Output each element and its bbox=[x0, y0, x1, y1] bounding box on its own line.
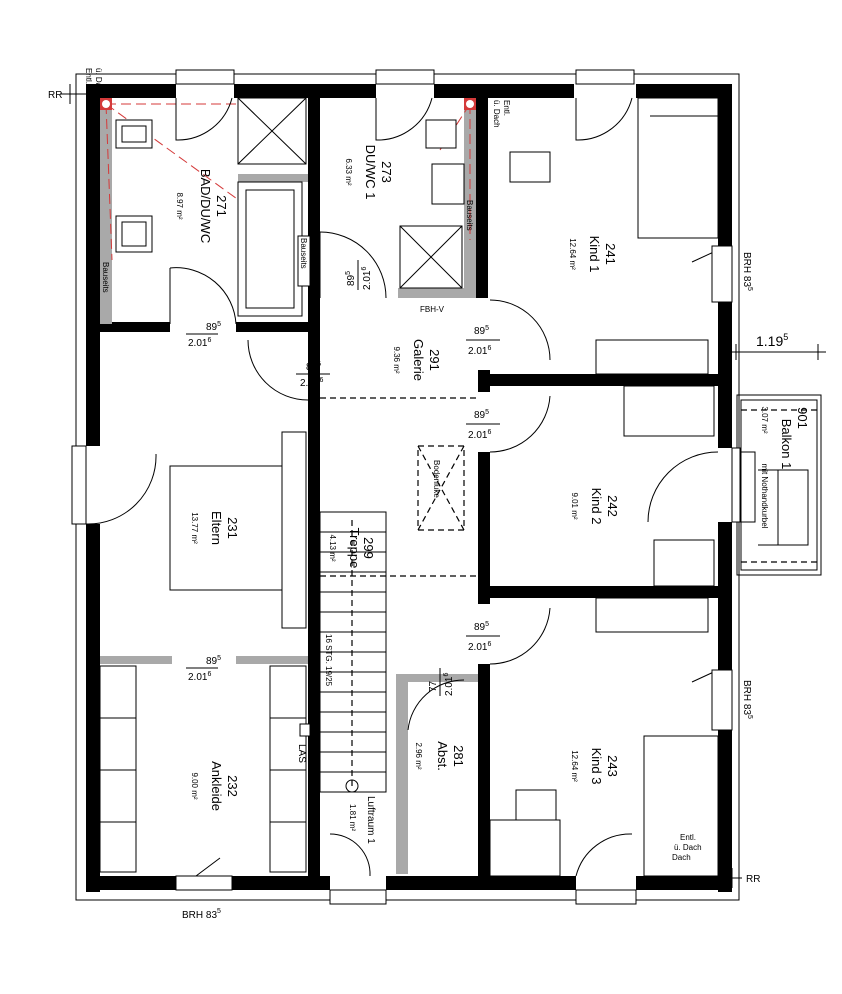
bauseits-label-1: Bauseits bbox=[101, 262, 110, 293]
interior-walls bbox=[100, 98, 718, 876]
svg-text:2.016: 2.016 bbox=[468, 345, 491, 357]
svg-text:2.016: 2.016 bbox=[300, 377, 323, 389]
room-901-number: 901 bbox=[795, 407, 810, 429]
rr-marker-left bbox=[60, 84, 80, 104]
las-label: LAS bbox=[296, 744, 307, 763]
room-281-number: 281 bbox=[451, 745, 466, 767]
room-299-name: Treppe bbox=[347, 528, 362, 569]
svg-text:895: 895 bbox=[474, 325, 489, 337]
room-271-name: BAD/DU/WC bbox=[198, 169, 213, 243]
room-299-number: 299 bbox=[361, 537, 376, 559]
svg-text:895: 895 bbox=[206, 655, 221, 667]
entl-label-2b: ü. Dach bbox=[492, 100, 501, 128]
door-dim-8: 77 2.016 bbox=[428, 668, 455, 696]
room-241-name: Kind 1 bbox=[587, 236, 602, 273]
room-231-number: 231 bbox=[225, 517, 240, 539]
gray-partitions bbox=[100, 98, 478, 874]
room-273-area: 6.33 m² bbox=[344, 158, 353, 185]
room-232-number: 232 bbox=[225, 775, 240, 797]
svg-text:895: 895 bbox=[306, 361, 321, 373]
door-dim-5: 895 2.016 bbox=[466, 621, 500, 653]
vent-icon-2 bbox=[464, 98, 476, 110]
svg-text:77: 77 bbox=[428, 680, 439, 692]
door-dim-2: 895 2.016 bbox=[296, 361, 330, 389]
rr-label-left: RR bbox=[48, 90, 62, 101]
room-241-area: 12.64 m² bbox=[568, 238, 577, 270]
room-901-area: 3.07 m² bbox=[760, 406, 769, 433]
svg-text:2.016: 2.016 bbox=[443, 673, 455, 696]
room-241-number: 241 bbox=[603, 243, 618, 265]
balcony bbox=[736, 394, 822, 576]
rr-marker-right bbox=[722, 868, 742, 888]
brh-label-1: BRH 835 bbox=[741, 252, 753, 291]
room-299-area: 4.13 m² bbox=[328, 534, 337, 561]
room-291-area: 9.36 m² bbox=[392, 346, 401, 373]
room-273-name: DU/WC 1 bbox=[363, 145, 378, 200]
entl-label-3c: Dach bbox=[672, 853, 691, 862]
exterior-walls bbox=[86, 84, 732, 892]
door-dim-6: 895 2.016 bbox=[186, 655, 221, 683]
room-231-name: Eltern bbox=[209, 511, 224, 545]
svg-text:2.016: 2.016 bbox=[188, 337, 211, 349]
svg-text:895: 895 bbox=[345, 271, 357, 286]
room-901-name: Balkon 1 bbox=[779, 419, 794, 470]
room-291-number: 291 bbox=[427, 349, 442, 371]
entl-label-3a: Entl. bbox=[680, 833, 696, 842]
svg-text:2.016: 2.016 bbox=[188, 671, 211, 683]
room-231-area: 13.77 m² bbox=[190, 512, 199, 544]
room-273-number: 273 bbox=[379, 161, 394, 183]
rr-label-right: RR bbox=[746, 874, 760, 885]
door-dim-7: 895 2.016 bbox=[345, 260, 373, 290]
brh-label-2: BRH 835 bbox=[741, 680, 753, 719]
svg-text:895: 895 bbox=[206, 321, 221, 333]
bodenluke-label: Bodenluke bbox=[432, 460, 441, 498]
entl-label-2a: Entl. bbox=[502, 100, 511, 116]
doors bbox=[71, 69, 741, 905]
room-242-area: 9.01 m² bbox=[570, 492, 579, 519]
room-271-number: 271 bbox=[214, 195, 229, 217]
svg-text:2.016: 2.016 bbox=[361, 267, 373, 290]
vent-icon-1 bbox=[100, 98, 112, 110]
room-243-name: Kind 3 bbox=[589, 748, 604, 785]
luftraum-label: Luftraum 1 bbox=[365, 796, 376, 844]
room-232-name: Ankleide bbox=[209, 761, 224, 811]
svg-text:2.016: 2.016 bbox=[468, 429, 491, 441]
bauseits-label-2: Bauseits bbox=[299, 238, 308, 269]
svg-text:895: 895 bbox=[474, 621, 489, 633]
room-242-number: 242 bbox=[605, 495, 620, 517]
gallery-edges bbox=[320, 397, 478, 577]
balcony-crank-note: mit Nothandkurbel bbox=[760, 464, 769, 529]
luftraum-area: 1.81 m² bbox=[348, 804, 357, 831]
room-291-name: Galerie bbox=[411, 339, 426, 381]
stairs-label: 16 STG. 19/25 bbox=[324, 634, 333, 687]
room-281-name: Abst. bbox=[435, 741, 450, 771]
room-243-area: 12.64 m² bbox=[570, 750, 579, 782]
door-dim-3: 895 2.016 bbox=[466, 325, 500, 357]
furniture bbox=[99, 97, 719, 877]
dimension-119: 1.195 bbox=[756, 332, 788, 349]
room-271-area: 8.97 m² bbox=[175, 192, 184, 219]
room-232-area: 9.00 m² bbox=[190, 772, 199, 799]
entl-label-1b: ü. Dach bbox=[94, 68, 103, 96]
bauseits-label-3: Bauseits bbox=[465, 200, 474, 231]
fbh-label: FBH-V bbox=[420, 305, 445, 314]
room-242-name: Kind 2 bbox=[589, 488, 604, 525]
door-dim-1: 895 2.016 bbox=[186, 321, 221, 349]
entl-label-3b: ü. Dach bbox=[674, 843, 702, 852]
svg-text:895: 895 bbox=[474, 409, 489, 421]
room-281-area: 2.96 m² bbox=[414, 742, 423, 769]
staircase bbox=[319, 511, 387, 793]
room-243-number: 243 bbox=[605, 755, 620, 777]
door-dim-4: 895 2.016 bbox=[466, 409, 500, 441]
brh-label-3: BRH 835 bbox=[182, 908, 221, 921]
svg-text:2.016: 2.016 bbox=[468, 641, 491, 653]
entl-label-1a: Entl. bbox=[84, 68, 93, 84]
dimension-line bbox=[732, 344, 826, 360]
